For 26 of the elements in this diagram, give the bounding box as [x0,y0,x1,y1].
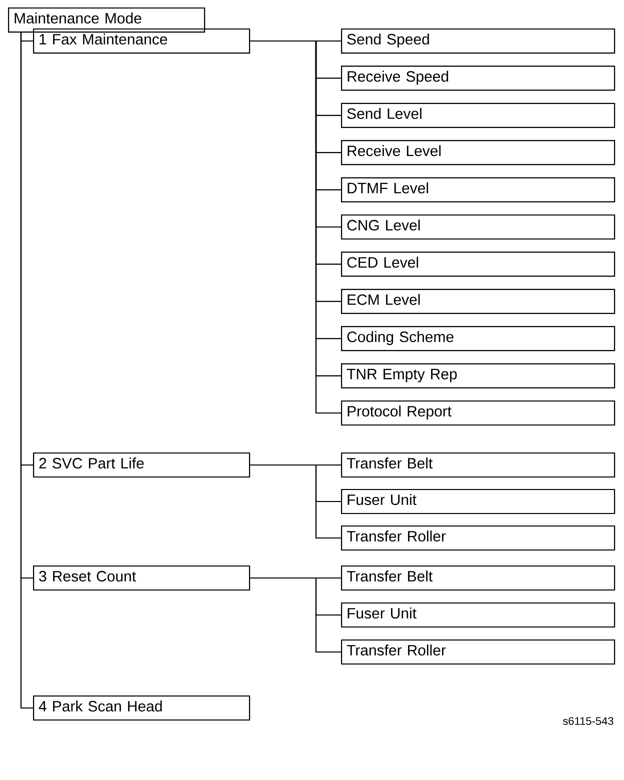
menu-box: TNR Empty Rep [341,363,616,388]
menu-box: DTMF Level [341,177,616,202]
menu-box: ECM Level [341,288,616,314]
connector-line [250,577,341,653]
menu-box: CNG Level [341,214,616,240]
menu-box: Send Speed [341,28,616,54]
menu-box: Fuser Unit [341,488,616,514]
menu-box: 3 Reset Count [33,565,250,591]
menu-box: Coding Scheme [341,326,616,352]
menu-box: Transfer Roller [341,639,616,665]
connector-line [20,32,33,709]
menu-box: Send Level [341,102,616,128]
menu-box: Receive Speed [341,66,616,91]
menu-box: Transfer Belt [341,565,616,591]
menu-box: 4 Park Scan Head [33,695,250,721]
menu-box: Protocol Report [341,400,616,426]
menu-box: Transfer Roller [341,525,616,551]
figure-number: s6115-543 [562,717,614,725]
menu-box: 1 Fax Maintenance [33,28,250,54]
menu-box: 2 SVC Part Life [33,452,250,478]
menu-box: Receive Level [341,140,616,166]
menu-box: Maintenance Mode [8,7,206,33]
menu-box: CED Level [341,252,616,277]
menu-box: Transfer Belt [341,452,616,478]
connector-line [250,464,341,539]
menu-box: Fuser Unit [341,602,616,628]
